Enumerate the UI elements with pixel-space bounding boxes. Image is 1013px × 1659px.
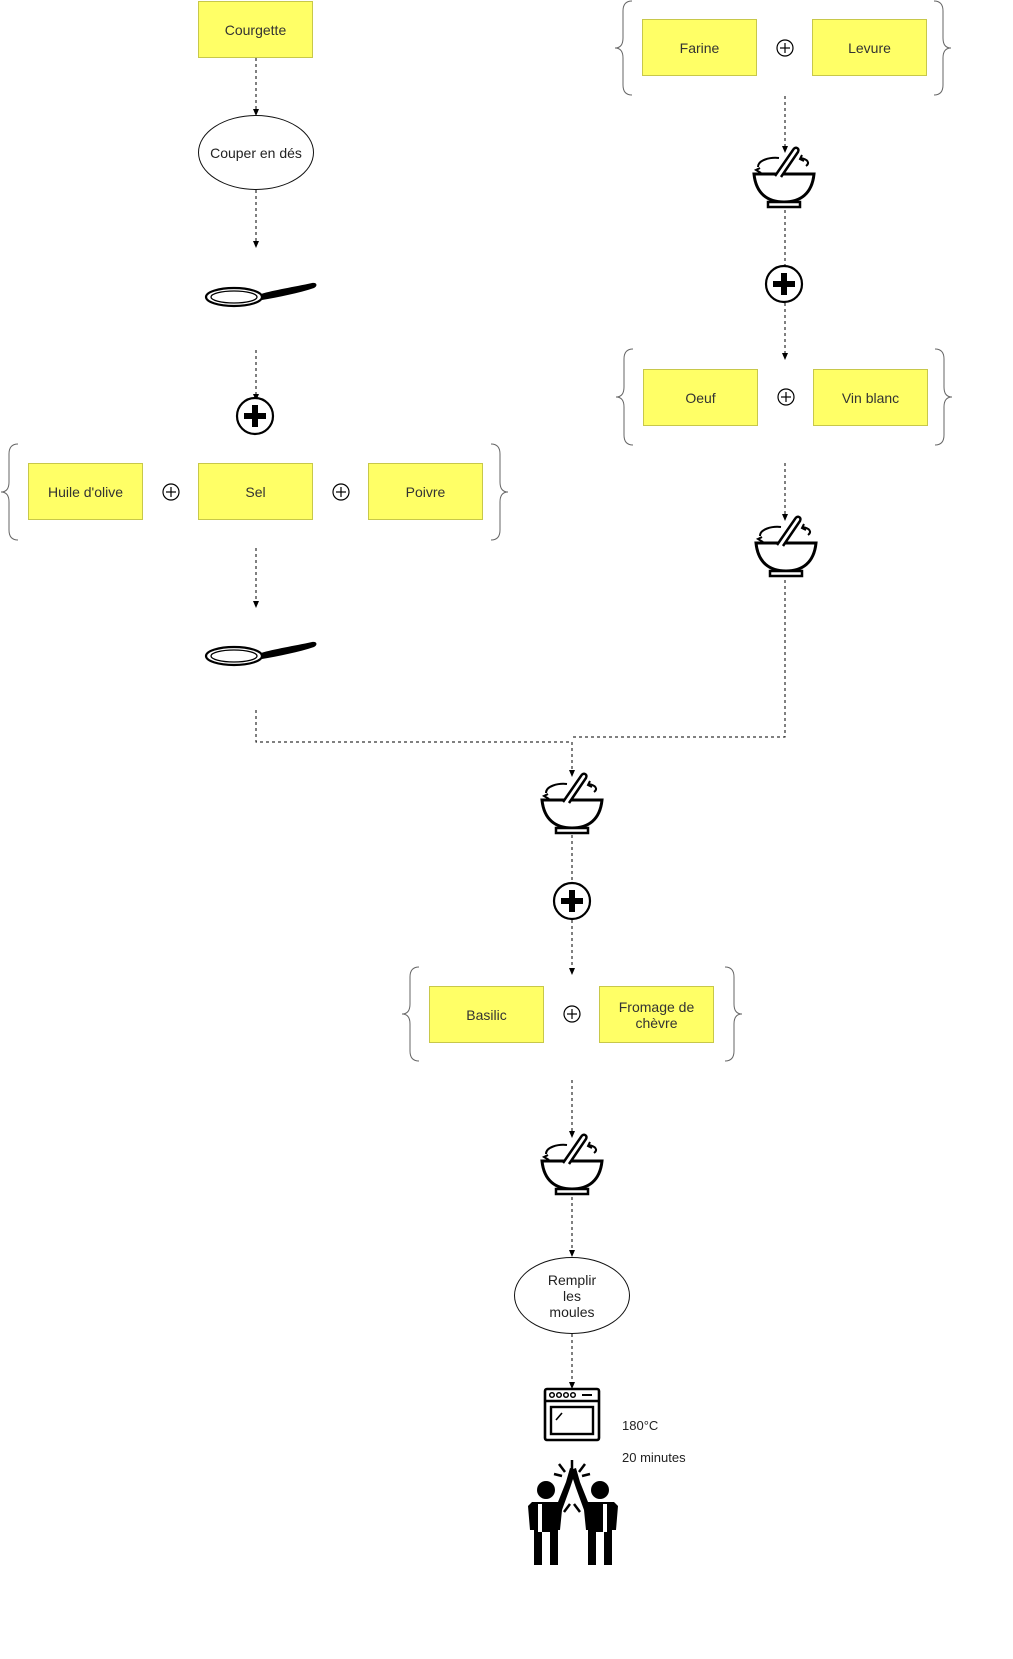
step-remplir-les-moules: Remplir les moules <box>514 1257 630 1334</box>
frying-pan-icon <box>204 640 318 667</box>
brace-right-2 <box>933 0 952 96</box>
ingredient-courgette: Courgette <box>198 1 313 58</box>
brace-left-1 <box>0 443 19 541</box>
brace-left-3 <box>615 348 634 446</box>
plus-small-icon <box>776 39 794 57</box>
oven-settings: 180°C 20 minutes <box>622 1402 686 1482</box>
oven-duration: 20 minutes <box>622 1450 686 1465</box>
ingredient-fromage: Fromage de chèvre <box>599 986 714 1043</box>
plus-icon <box>235 396 275 436</box>
mixing-bowl-icon <box>754 515 818 578</box>
brace-right-1 <box>490 443 509 541</box>
plus-small-icon <box>162 483 180 501</box>
ingredient-oeuf: Oeuf <box>643 369 758 426</box>
plus-small-icon <box>563 1005 581 1023</box>
mixing-bowl-icon <box>540 772 604 835</box>
ingredient-basilic: Basilic <box>429 986 544 1043</box>
brace-left-4 <box>401 966 420 1062</box>
oven-icon <box>543 1387 601 1442</box>
high-five-icon <box>528 1460 618 1565</box>
step-couper-en-des: Couper en dés <box>198 115 314 190</box>
group-braces <box>0 0 953 1062</box>
ingredient-sel: Sel <box>198 463 313 520</box>
brace-left-2 <box>614 0 633 96</box>
ingredient-vin-blanc: Vin blanc <box>813 369 928 426</box>
ingredient-huile: Huile d'olive <box>28 463 143 520</box>
plus-icon <box>552 881 592 921</box>
plus-icon <box>764 264 804 304</box>
mixing-bowl-icon <box>540 1133 604 1196</box>
brace-right-3 <box>934 348 953 446</box>
ingredient-poivre: Poivre <box>368 463 483 520</box>
brace-right-4 <box>724 966 743 1062</box>
mixing-bowl-icon <box>752 146 816 209</box>
plus-small-icon <box>332 483 350 501</box>
dashed-arrows <box>253 58 788 1389</box>
ingredient-farine: Farine <box>642 19 757 76</box>
oven-temperature: 180°C <box>622 1418 659 1433</box>
frying-pan-icon <box>204 281 318 308</box>
ingredient-levure: Levure <box>812 19 927 76</box>
plus-small-icon <box>777 388 795 406</box>
